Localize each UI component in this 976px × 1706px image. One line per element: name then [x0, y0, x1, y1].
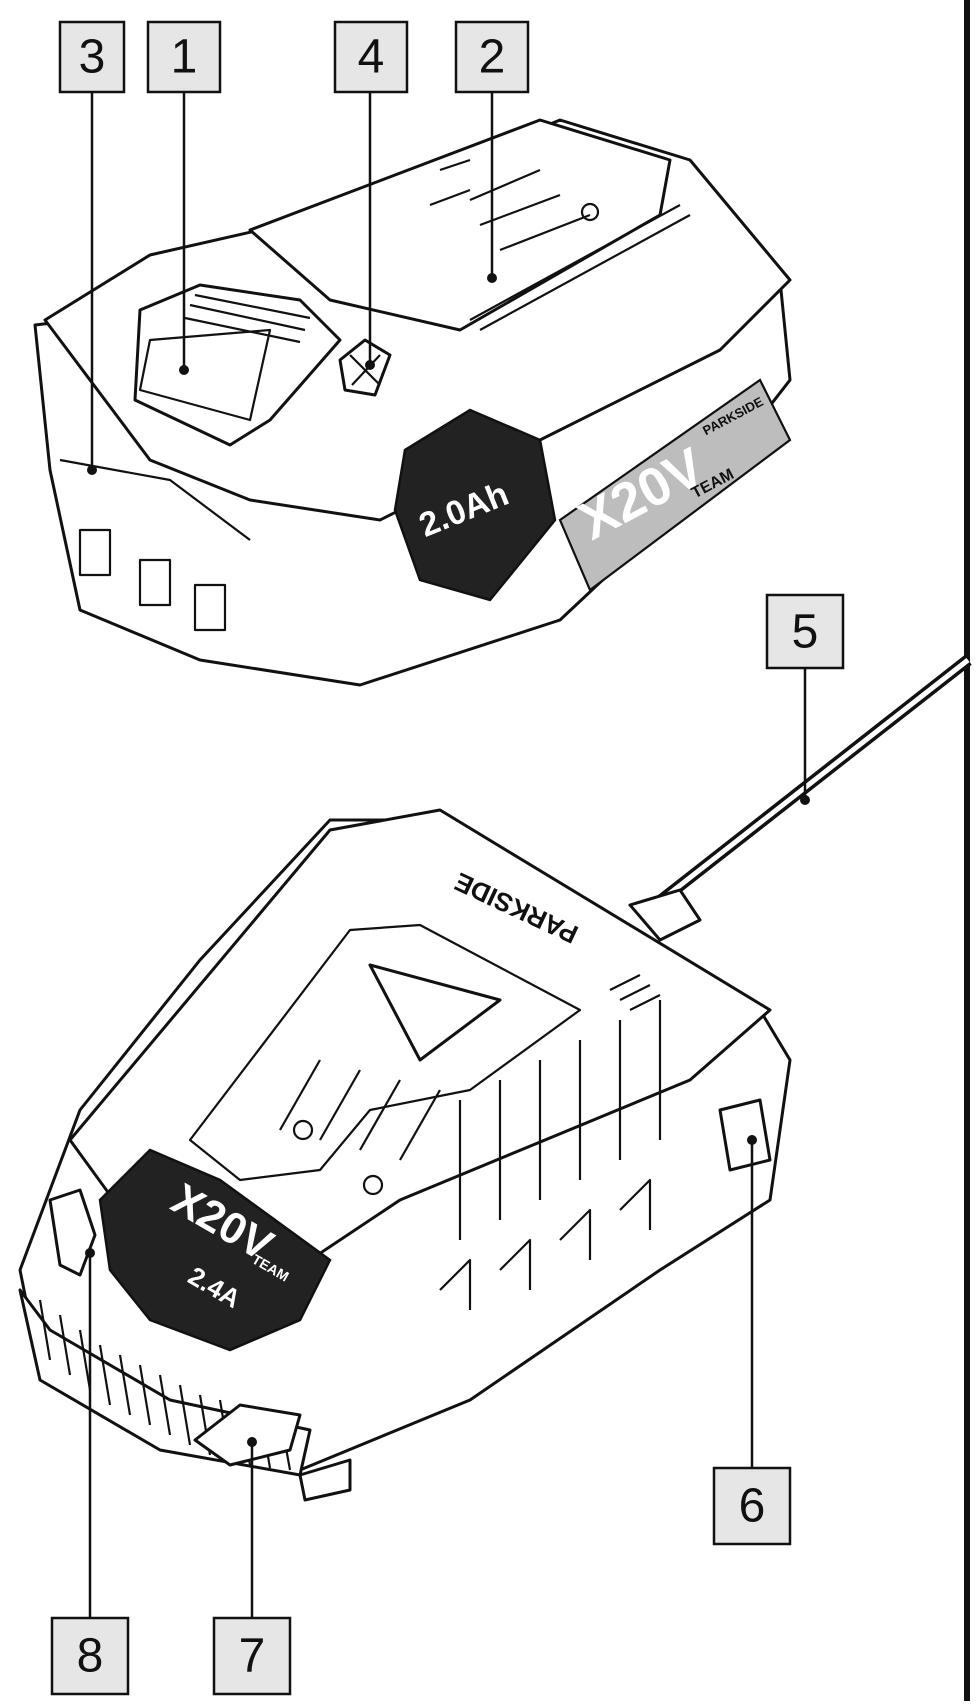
- battery-contact-pin: [580, 202, 600, 222]
- callout-1-label: 1: [171, 31, 198, 84]
- callout-7-label: 7: [239, 1630, 266, 1683]
- callout-2-box: [454, 20, 530, 94]
- callout-7-box: [212, 1616, 292, 1696]
- charger-brand-stripes: [609, 974, 661, 1011]
- charger-contact-2: [362, 1174, 384, 1196]
- callout-1-box: [146, 20, 222, 94]
- charger-wall-mount: [718, 1098, 772, 1172]
- callout-2: 2: [454, 20, 530, 283]
- battery-capacity-badge: [393, 408, 557, 602]
- charger-contact-1: [292, 1119, 314, 1141]
- callout-5: 5: [765, 593, 845, 805]
- callout-8-box: [50, 1616, 130, 1696]
- cable-strain-relief: [628, 888, 702, 942]
- callout-7: 7: [212, 1437, 292, 1696]
- charger: X20V TEAM 2.4A PARKSIDE: [18, 655, 972, 1502]
- callout-4: 4: [333, 20, 409, 370]
- charger-battery-slot: [188, 923, 582, 1182]
- callout-1-dot: [179, 365, 189, 375]
- battery-contacts: [429, 158, 591, 252]
- callout-6-label: 6: [739, 1480, 766, 1533]
- callout-4-label: 4: [358, 31, 385, 84]
- callout-3-label: 3: [79, 31, 106, 84]
- callout-4-box: [333, 20, 409, 94]
- battery-pack: 2.0Ah X20V TEAM PARKSIDE: [33, 118, 792, 687]
- battery-vent-3: [193, 583, 227, 632]
- battery-led-strip: [59, 458, 251, 541]
- callout-5-dot: [800, 795, 810, 805]
- callout-6-box: [712, 1466, 792, 1546]
- callout-5-label: 5: [792, 606, 819, 659]
- battery-latch-face: [138, 328, 272, 422]
- battery-vent-1: [78, 528, 112, 577]
- callout-8: 8: [50, 1248, 130, 1696]
- charger-side-grips: [439, 1178, 652, 1310]
- battery-vent-2: [138, 558, 172, 607]
- callout-3-dot: [87, 465, 97, 475]
- callout-6: 6: [712, 1135, 792, 1546]
- charger-foot: [298, 1458, 352, 1502]
- callout-3: 3: [58, 20, 126, 475]
- callout-8-label: 8: [77, 1630, 104, 1683]
- callout-6-dot: [747, 1135, 757, 1145]
- callout-4-dot: [365, 360, 375, 370]
- battery-latch: [133, 283, 342, 447]
- callout-3-box: [58, 20, 126, 94]
- battery-rail-slot: [469, 204, 691, 331]
- charger-slot-triangle: [368, 963, 502, 1062]
- charger-led-green: [193, 1403, 302, 1467]
- battery-series-panel: [558, 378, 792, 592]
- callout-1: 1: [146, 20, 222, 375]
- callout-7-dot: [247, 1437, 257, 1447]
- callout-2-label: 2: [479, 31, 506, 84]
- callout-5-box: [765, 593, 845, 670]
- callout-8-dot: [85, 1248, 95, 1258]
- battery-latch-grips: [184, 293, 311, 344]
- charger-label-panel: [98, 1148, 332, 1352]
- charger-side-ribs: [458, 1000, 662, 1240]
- charger-slot-contacts: [279, 1059, 441, 1161]
- callout-2-dot: [487, 273, 497, 283]
- battery-indicator-mark: [349, 354, 381, 386]
- power-cable-inner: [653, 658, 970, 907]
